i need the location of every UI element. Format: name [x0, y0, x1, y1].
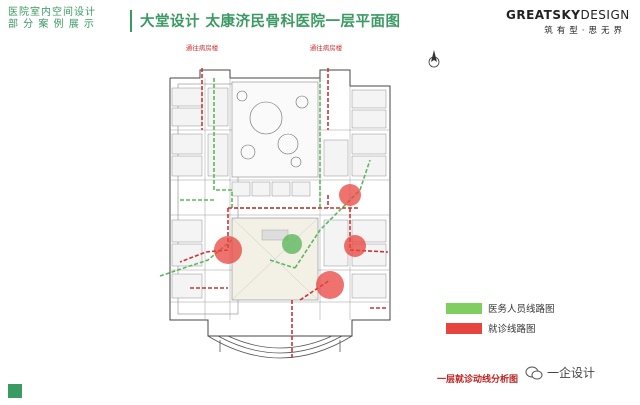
rooms-middle: [231, 181, 311, 197]
legend-item-staff: 医务人员线路图: [446, 300, 555, 316]
brand-name-light: DESIGN: [580, 8, 630, 22]
label-to-ward-right: 通往病房楼: [310, 43, 343, 52]
north-arrow-icon: [428, 50, 440, 68]
corner-mark: [8, 384, 22, 398]
brand-logo: GREATSKYDESIGN 筑有型·思无界: [506, 8, 630, 36]
legend-item-patient: 就诊线路图: [446, 320, 555, 336]
brand-name-bold: GREATSKY: [506, 8, 581, 22]
legend: 医务人员线路图 就诊线路图: [446, 300, 555, 340]
page-title: 大堂设计 太康济民骨科医院一层平面图: [140, 14, 401, 30]
label-to-ward-left: 通往病房楼: [186, 43, 219, 52]
brand-name: GREATSKYDESIGN: [506, 8, 630, 22]
wechat-icon: [525, 366, 543, 379]
legend-label-patient: 就诊线路图: [488, 324, 536, 335]
brand-slogan: 筑有型·思无界: [544, 26, 626, 36]
side-title: 医院室内空间设计 部 分 案 例 展 示: [8, 7, 96, 31]
title-divider: [130, 10, 132, 32]
watermark: 一企设计: [525, 364, 595, 381]
side-title-line1: 医院室内空间设计: [8, 7, 96, 18]
courtyard-garden: [231, 81, 319, 178]
legend-swatch-staff: [446, 302, 482, 314]
header: 医院室内空间设计 部 分 案 例 展 示 大堂设计 太康济民骨科医院一层平面图 …: [0, 0, 640, 40]
rooms-right: [323, 89, 387, 299]
lobby-hall: [231, 217, 319, 301]
entrance-canopy: [207, 335, 353, 359]
side-title-line2: 部 分 案 例 展 示: [8, 19, 95, 30]
legend-swatch-patient: [446, 322, 482, 334]
rooms-left: [171, 87, 229, 299]
hotspots: [214, 184, 366, 299]
watermark-text: 一企设计: [547, 366, 596, 380]
floor-plan: 通往病房楼 通往病房楼: [159, 43, 391, 359]
figure-caption: 一层就诊动线分析图: [437, 375, 519, 385]
legend-label-staff: 医务人员线路图: [488, 304, 555, 315]
